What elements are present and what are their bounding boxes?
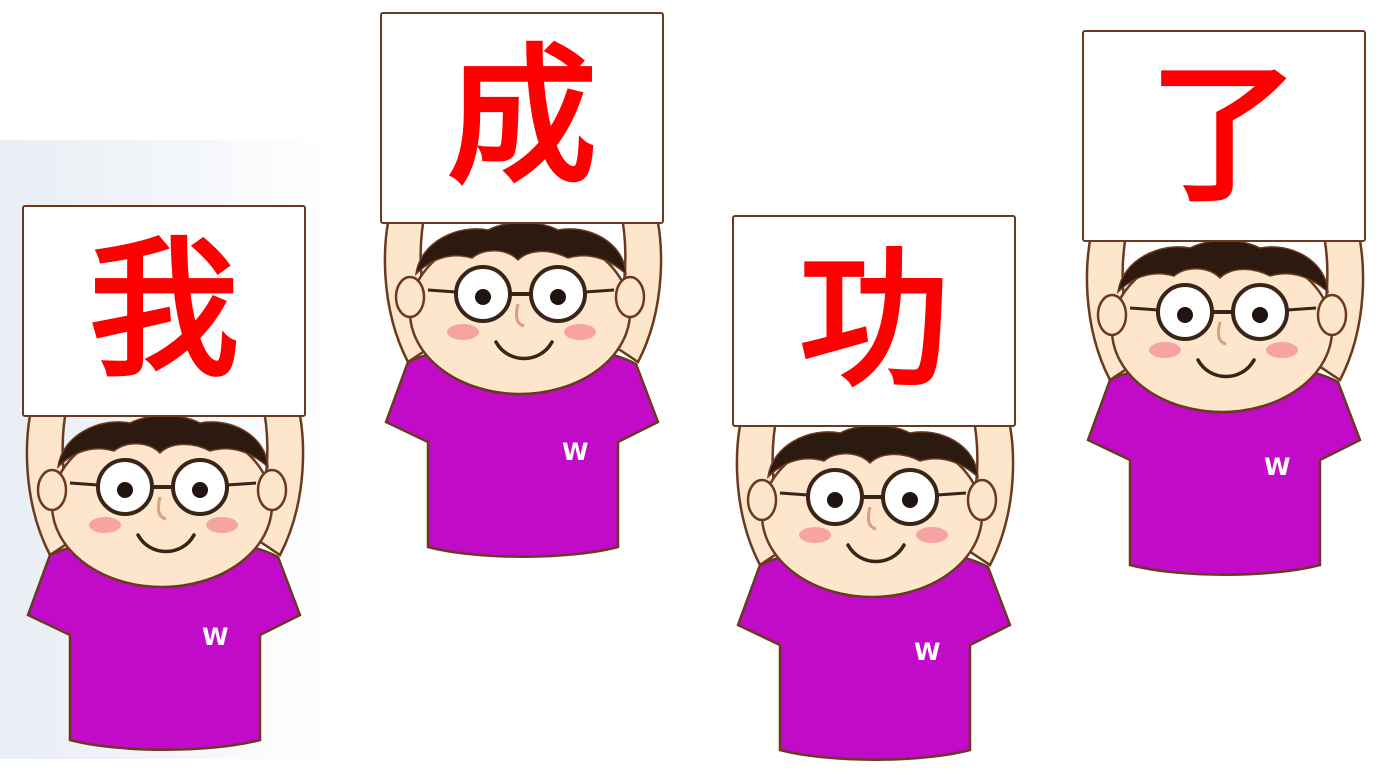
figure-le: 了 W	[1070, 30, 1370, 590]
shirt-logo: W	[202, 623, 229, 651]
sign-character: 成	[446, 31, 597, 205]
sign-card: 了	[1082, 30, 1366, 242]
head	[1096, 239, 1348, 414]
sign-card: 我	[22, 205, 306, 417]
sign-card: 成	[380, 12, 664, 224]
figure-gong: 功 W	[720, 215, 1020, 775]
cartoon-person	[735, 375, 1015, 761]
shirt-logo: W	[562, 438, 589, 466]
sign-character: 了	[1148, 49, 1299, 223]
head	[36, 414, 288, 589]
head	[746, 424, 998, 599]
sign-character: 功	[798, 234, 949, 408]
cartoon-person	[383, 172, 663, 558]
cartoon-person	[1085, 190, 1365, 576]
head	[394, 221, 646, 396]
figure-cheng: 成 W	[368, 12, 668, 572]
sign-card: 功	[732, 215, 1016, 427]
shirt-logo: W	[1264, 453, 1291, 481]
figure-wo: 我 W	[10, 205, 310, 765]
sign-character: 我	[88, 224, 239, 398]
shirt-logo: W	[914, 638, 941, 666]
